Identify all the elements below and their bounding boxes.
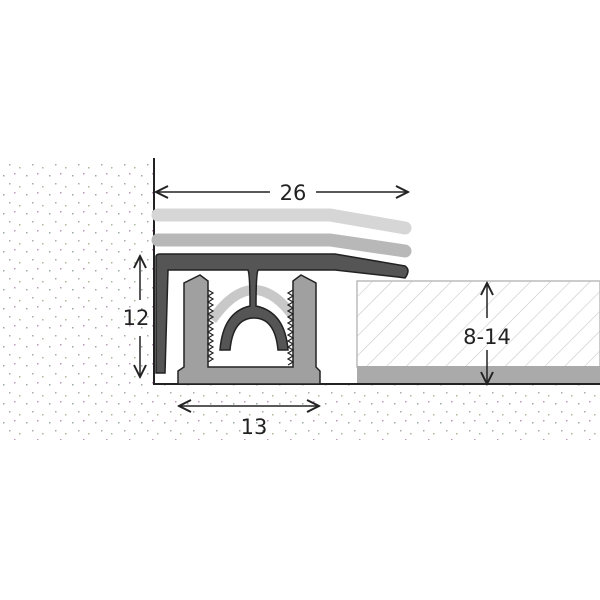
profile-ghost-high [151, 208, 412, 235]
substrate-left [0, 158, 154, 440]
dim-width-total: 26 [280, 181, 307, 205]
substrate-bottom [154, 384, 600, 440]
dim-height-profile: 12 [123, 306, 150, 330]
dim-base-width: 13 [241, 415, 268, 439]
dim-floor-thickness: 8-14 [463, 325, 511, 349]
profile-cap [155, 253, 409, 374]
base-teeth-left [206, 289, 215, 363]
base-teeth-right [286, 289, 295, 366]
profile-ghost-mid [151, 233, 412, 258]
floor-covering-hatched [356, 280, 600, 368]
floor-underlay-band [357, 366, 600, 383]
profile-base [177, 274, 321, 385]
